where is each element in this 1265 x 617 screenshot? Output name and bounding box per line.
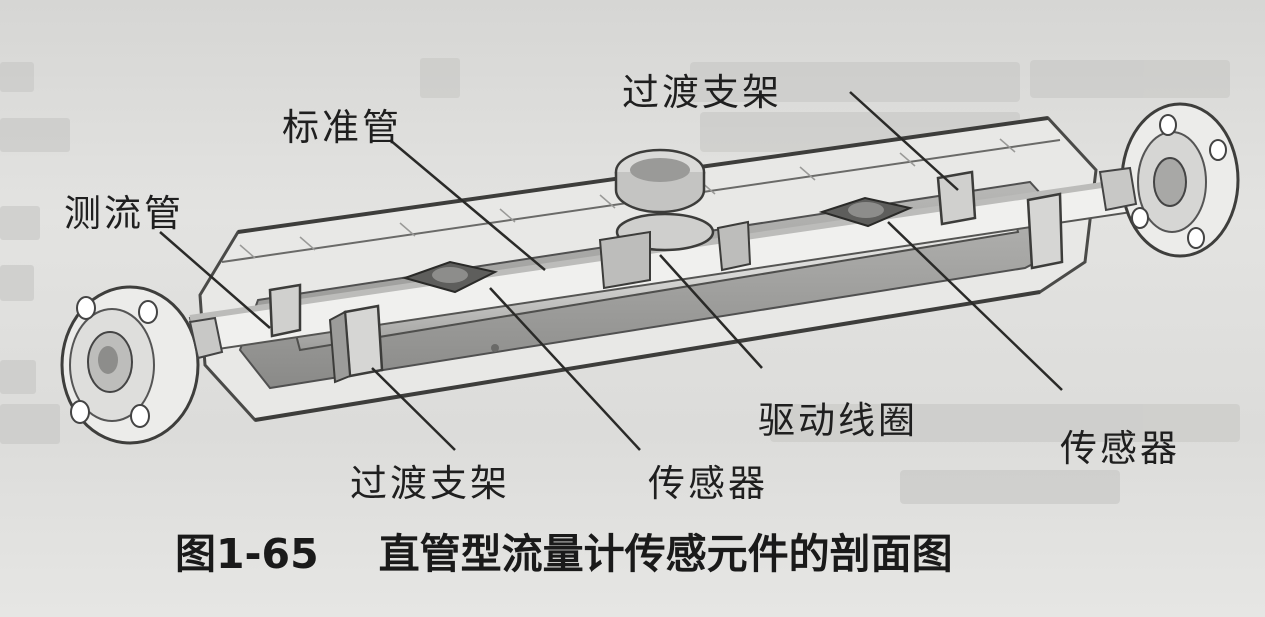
transition-bracket-left — [268, 283, 384, 384]
figure-number: 图1-65 — [175, 530, 319, 578]
right-flange — [1098, 102, 1240, 258]
transition-bracket-right — [936, 170, 1064, 270]
sensor-left — [401, 260, 498, 294]
sensor-right-label: 传感器 — [1060, 427, 1180, 470]
transition-bracket-top-label: 过渡支架 — [622, 71, 782, 114]
drive-coil — [598, 212, 752, 290]
sensor-bottom-label: 传感器 — [648, 462, 768, 505]
left-flange — [60, 285, 224, 445]
reference-tube-label: 标准管 — [282, 106, 402, 149]
sensor-right — [818, 196, 914, 228]
leader-lines — [159, 91, 1063, 451]
figure-caption: 图1-65 直管型流量计传感元件的剖面图 — [175, 520, 953, 580]
transition-bracket-bottom-label: 过渡支架 — [350, 462, 510, 505]
drive-coil-label: 驱动线圈 — [758, 399, 918, 442]
flow-tube-label: 测流管 — [64, 192, 184, 235]
drive-coil-housing — [614, 148, 706, 214]
figure-title: 直管型流量计传感元件的剖面图 — [378, 530, 953, 578]
